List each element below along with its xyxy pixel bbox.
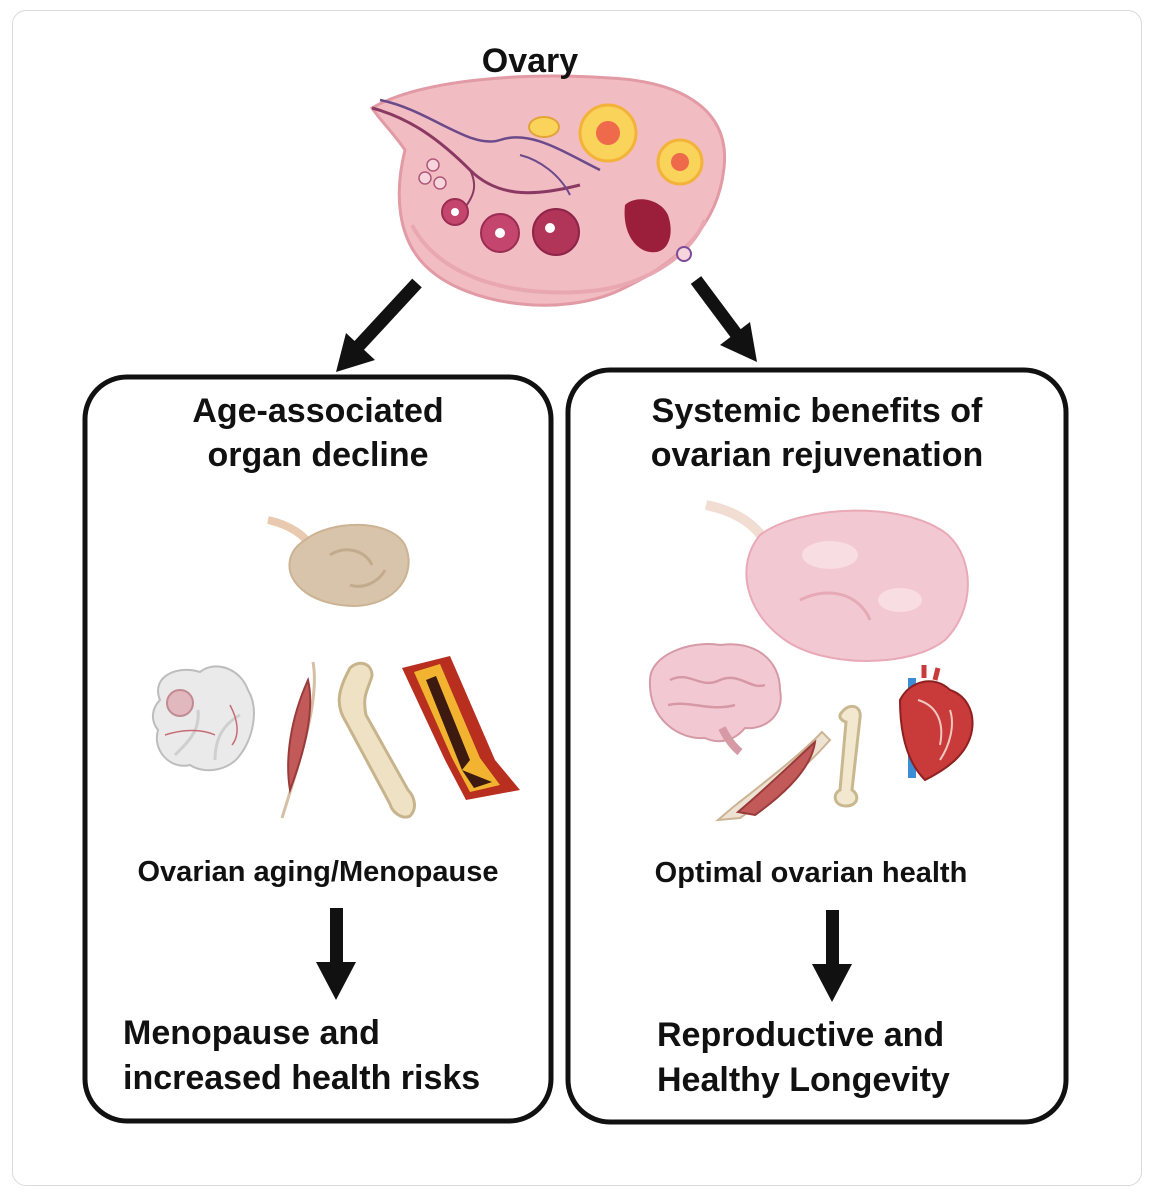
aged-ovary-icon: [267, 516, 410, 608]
arrow-to-right-panel: [690, 276, 757, 362]
right-condition-label: Optimal ovarian health: [654, 857, 968, 889]
left-outcome-line1: Menopause and: [123, 1014, 380, 1052]
atrophied-muscle-icon: [280, 661, 316, 819]
left-panel-box: [82, 374, 554, 1124]
ovary-label: Ovary: [481, 42, 579, 80]
fragile-bone-icon: [337, 661, 416, 819]
arrow-down-left: [316, 908, 356, 1000]
right-outcome-line2: Healthy Longevity: [657, 1061, 950, 1099]
healthy-bone-icon: [833, 704, 862, 808]
arrow-to-left-panel: [336, 278, 422, 372]
right-panel-title-line2: ovarian rejuvenation: [650, 436, 984, 474]
right-outcome-line1: Reproductive and: [657, 1016, 945, 1054]
left-panel-title-line1: Age-associated: [192, 392, 444, 430]
ovary-cross-section-icon: [369, 74, 727, 307]
healthy-brain-icon: [648, 643, 782, 756]
healthy-muscle-icon: [714, 730, 832, 822]
left-outcome-line2: increased health risks: [123, 1059, 481, 1097]
damaged-brain-icon: [152, 665, 255, 772]
left-condition-label: Ovarian aging/Menopause: [137, 856, 499, 888]
left-panel-title-line2: organ decline: [207, 436, 429, 474]
right-panel-box: [565, 367, 1069, 1125]
clogged-artery-icon: [402, 656, 520, 800]
healthy-heart-icon: [898, 665, 974, 782]
arrow-down-right: [812, 910, 852, 1002]
right-panel-title-line1: Systemic benefits of: [651, 392, 983, 430]
healthy-ovary-icon: [704, 500, 969, 662]
